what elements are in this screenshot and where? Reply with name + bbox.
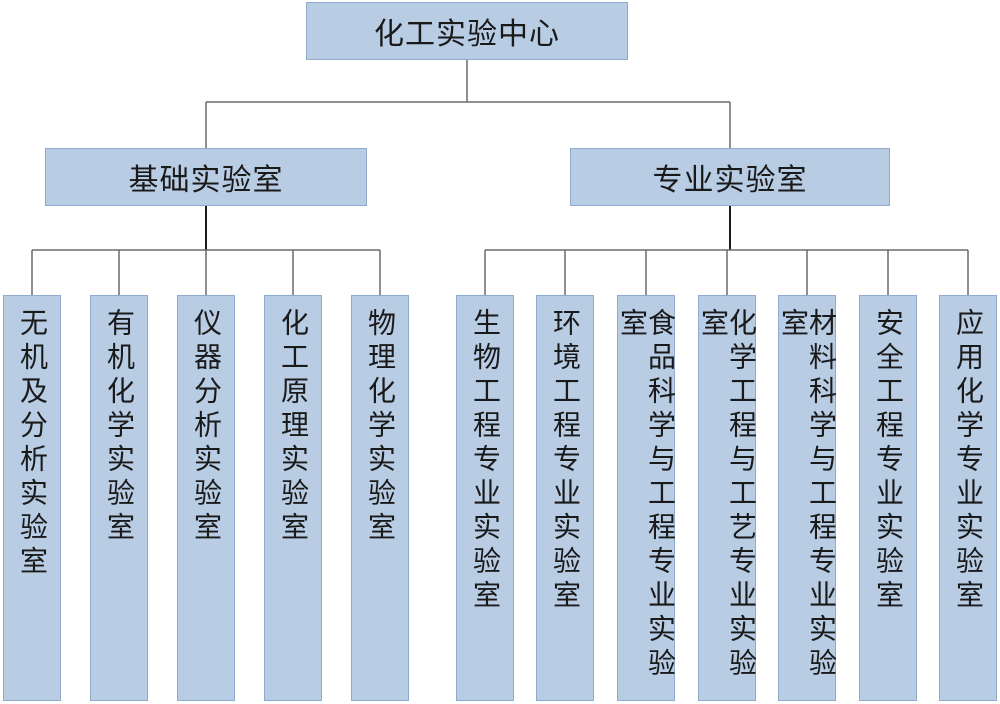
lab-label: 食品科学与工程专业实验室: [616, 308, 677, 682]
lab-node: 材料科学与工程专业实验室: [777, 295, 838, 701]
lab-node: 物理化学实验室: [351, 295, 409, 701]
lab-label: 安全工程专业实验室: [872, 308, 905, 614]
lab-node: 仪器分析实验室: [177, 295, 235, 701]
group-label: 专业实验室: [652, 163, 808, 198]
group-node-professional: 专业实验室: [570, 148, 890, 206]
root-label: 化工实验中心: [374, 17, 560, 52]
lab-label: 无机及分析实验室: [16, 308, 49, 580]
lab-node: 环境工程专业实验室: [536, 295, 594, 701]
group-node-basic: 基础实验室: [45, 148, 367, 206]
lab-label: 有机化学实验室: [103, 308, 136, 546]
lab-label: 化工原理实验室: [277, 308, 310, 546]
lab-label: 材料科学与工程专业实验室: [777, 308, 838, 682]
lab-label: 物理化学实验室: [364, 308, 397, 546]
lab-label: 生物工程专业实验室: [469, 308, 502, 614]
lab-label: 应用化学专业实验室: [952, 308, 985, 614]
group-label: 基础实验室: [128, 163, 284, 198]
lab-node: 化学工程与工艺专业实验室: [697, 295, 758, 701]
lab-node: 化工原理实验室: [264, 295, 322, 701]
lab-label: 仪器分析实验室: [190, 308, 223, 546]
lab-node: 应用化学专业实验室: [939, 295, 997, 701]
lab-node: 安全工程专业实验室: [859, 295, 917, 701]
lab-node: 食品科学与工程专业实验室: [616, 295, 677, 701]
lab-node: 有机化学实验室: [90, 295, 148, 701]
lab-node: 生物工程专业实验室: [456, 295, 514, 701]
root-node: 化工实验中心: [306, 2, 628, 60]
lab-label: 化学工程与工艺专业实验室: [697, 308, 758, 682]
lab-node: 无机及分析实验室: [3, 295, 61, 701]
lab-label: 环境工程专业实验室: [549, 308, 582, 614]
